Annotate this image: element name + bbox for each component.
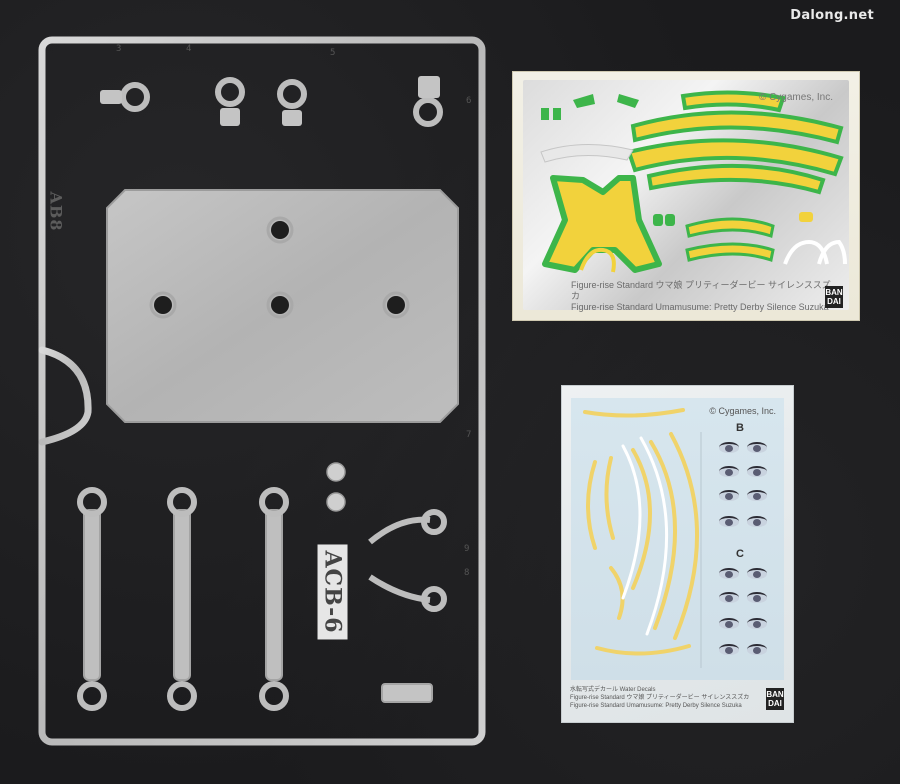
water-decal-sheet: © Cygames, Inc. B C 水転写式デカール Water Decal… (562, 386, 793, 722)
decal-footer-line2: Figure-rise Standard ウマ娘 プリティーダービー サイレンス… (570, 695, 750, 701)
runner-code-top: AB8 (46, 191, 66, 232)
runner-label-5: 5 (330, 48, 336, 58)
eye-right-icon (747, 568, 767, 579)
eye-left-icon (719, 490, 739, 501)
decal-footer: 水転写式デカール Water Decals Figure-rise Standa… (570, 686, 750, 710)
plastic-runner: 3 4 5 6 7 8 9 AB8 ACB-6 (30, 32, 492, 750)
bandai-logo: BAN DAI (766, 688, 784, 710)
eye-decal-b3 (719, 490, 769, 501)
eye-decal-b4 (719, 516, 769, 527)
eye-right-icon (747, 618, 767, 629)
eye-right-icon (747, 490, 767, 501)
eye-left-icon (719, 466, 739, 477)
eye-right-icon (747, 516, 767, 527)
eye-left-icon (719, 442, 739, 453)
decal-footer-line3: Figure-rise Standard Umamusume: Pretty D… (570, 703, 742, 709)
eye-left-icon (719, 516, 739, 527)
runner-label-4: 4 (186, 44, 192, 54)
eye-left-icon (719, 618, 739, 629)
eye-decal-c4 (719, 644, 769, 655)
foil-copyright: © Cygames, Inc. (758, 92, 833, 103)
runner-drawing (38, 36, 486, 746)
eye-left-icon (719, 644, 739, 655)
foil-sticker-sheet: © Cygames, Inc. Figure-rise Standard ウマ娘… (513, 72, 859, 320)
runner-label-3: 3 (116, 44, 122, 54)
eye-left-icon (719, 592, 739, 603)
foil-stickers (540, 90, 847, 273)
runner-code-bottom: ACB-6 (317, 544, 348, 640)
eye-left-icon (719, 568, 739, 579)
foil-caption: Figure-rise Standard ウマ娘 プリティーダービー サイレンス… (571, 280, 831, 313)
eye-right-icon (747, 592, 767, 603)
foil-caption-en: Figure-rise Standard Umamusume: Pretty D… (571, 302, 829, 312)
foil-caption-jp: Figure-rise Standard ウマ娘 プリティーダービー サイレンス… (571, 280, 831, 301)
eye-decal-c2 (719, 592, 769, 603)
decal-footer-line1: 水転写式デカール Water Decals (570, 687, 656, 693)
runner-label-8: 8 (464, 568, 470, 578)
eye-decal-b1 (719, 442, 769, 453)
decal-section-c: C (736, 548, 744, 560)
runner-label-7: 7 (466, 430, 472, 440)
foil-surface: © Cygames, Inc. Figure-rise Standard ウマ娘… (523, 80, 849, 313)
bandai-logo: BAN DAI (825, 286, 843, 308)
eye-decal-c1 (719, 568, 769, 579)
decal-surface: © Cygames, Inc. B C (571, 398, 784, 680)
decal-section-b: B (736, 422, 744, 434)
eye-decal-c3 (719, 618, 769, 629)
eye-right-icon (747, 644, 767, 655)
decal-copyright: © Cygames, Inc. (709, 406, 776, 416)
decal-stripes (583, 408, 702, 668)
runner-label-9: 9 (464, 544, 470, 554)
eye-right-icon (747, 442, 767, 453)
eye-right-icon (747, 466, 767, 477)
runner-label-6: 6 (466, 96, 472, 106)
eye-decal-b2 (719, 466, 769, 477)
watermark: Dalong.net (790, 8, 874, 23)
